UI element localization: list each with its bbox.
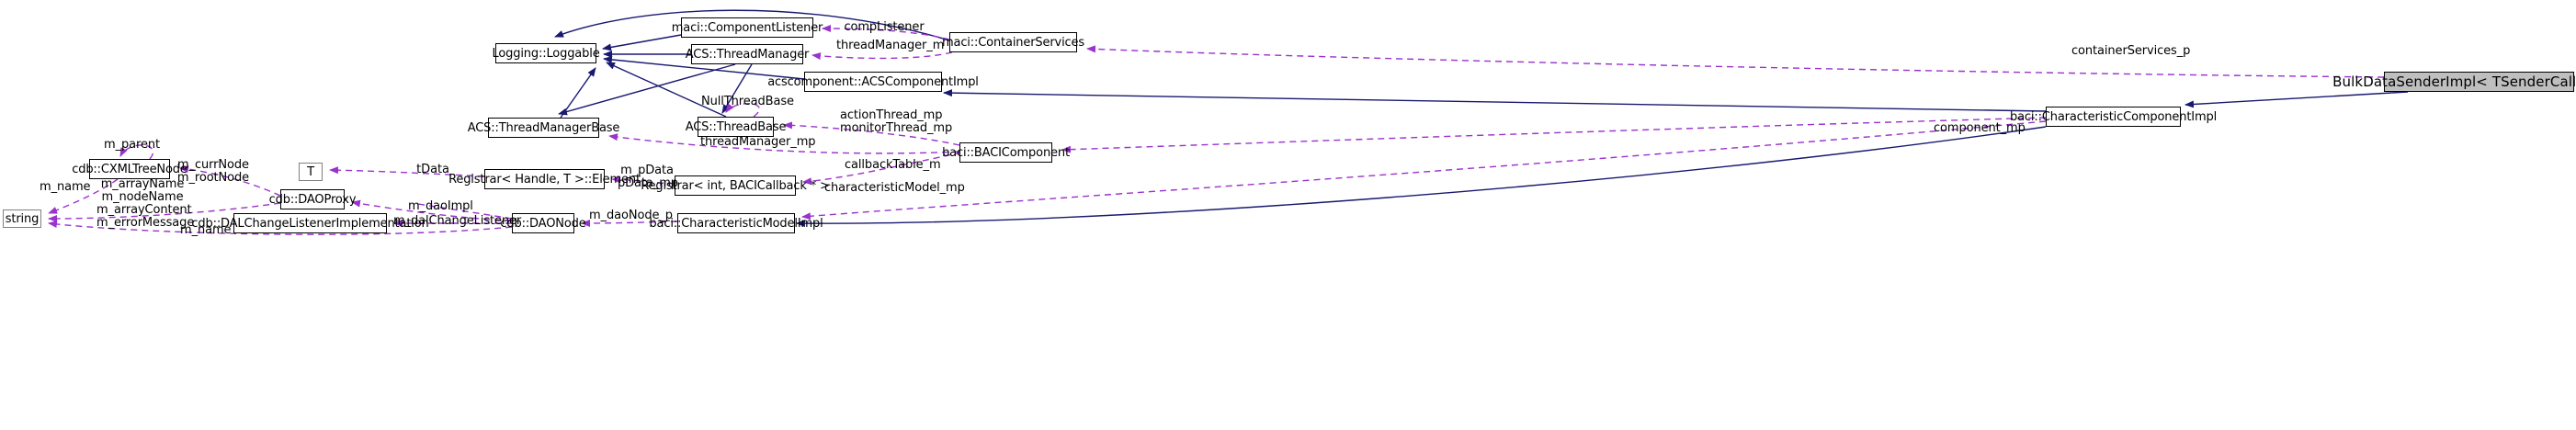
edge-label-containerservices-p: containerServices_p (2071, 44, 2191, 58)
node-acs-threadbase[interactable]: ACS::ThreadBase (686, 117, 786, 137)
edge-label-threadmanager-m: threadManager_m (836, 39, 945, 52)
node-baci-characteristiccomponentimpl[interactable]: baci::CharacteristicComponentImpl (2010, 107, 2217, 127)
edge-charcompimpl-acscomponentimpl (943, 89, 2047, 112)
edge-characteristicmodel-mp (801, 120, 2047, 221)
edge-threadmanagerbase-loggable (560, 67, 596, 119)
edge-label-m-name-bottom: m_name (180, 223, 232, 237)
node-cdb-daoproxy[interactable]: cdb::DAOProxy (269, 189, 357, 209)
edge-label-tdata: tData (416, 163, 449, 176)
node-acs-threadmanager[interactable]: ACS::ThreadManager (686, 44, 809, 64)
edge-label-callbacktable-m: callbackTable_m (845, 158, 941, 172)
edge-label-m-daonode-p: m_daoNode_p (589, 209, 673, 222)
node-bulkdatasenderimpl[interactable]: BulkDataSenderImpl< TSenderCallback > (2332, 72, 2576, 92)
node-baci-characteristicmodelimpl[interactable]: baci::CharacteristicModelImpl (649, 213, 823, 233)
edge-label-actionthread-monitorthread: actionThread_mp monitorThread_mp (840, 108, 953, 135)
edge-componentlistener-loggable (602, 34, 682, 51)
edge-label-threadmanager-mp: threadManager_mp (700, 135, 816, 149)
edge-component-mp (1061, 117, 2047, 153)
edge-bulkdatasender-charcompimpl (2184, 91, 2409, 108)
edge-label-m-dalchangelistener: m_dalChangeListener (393, 214, 522, 228)
edge-threadbase-loggable (606, 62, 727, 118)
edge-label-characteristicmodel-mp: characteristicModel_mp (824, 181, 965, 195)
node-logging-loggable[interactable]: Logging::Loggable (492, 43, 600, 63)
edge-label-m-daoimpl: m_daoImpl (408, 199, 473, 213)
edge-label-cxmltreenode-fields: m_arrayName m_nodeName m_arrayContent m_… (96, 177, 195, 230)
node-registrar-int-bacicallback[interactable]: Registrar< int, BACICallback * > (641, 175, 830, 196)
edge-label-component-mp: component_mp (1934, 121, 2026, 135)
node-cdb-cxmltreenode[interactable]: cdb::CXMLTreeNode (72, 159, 187, 179)
edge-label-m-currnode-m-rootnode: m_currNode m_rootNode (176, 158, 250, 185)
node-cdb-dalchangelistenerimplementation[interactable]: cdb::DALChangeListenerImplementation (191, 213, 429, 233)
node-baci-bacicomponent[interactable]: baci::BACIComponent (942, 142, 1070, 163)
edge-label-complistener: compListener (844, 20, 925, 34)
edge-label-m-name-left: m_name (40, 180, 91, 194)
node-string[interactable]: string (3, 209, 41, 228)
node-registrar-handle-element[interactable]: Registrar< Handle, T >::Element (448, 169, 641, 189)
node-acscomponent-acscomponentimpl[interactable]: acscomponent::ACSComponentImpl (767, 72, 979, 92)
node-maci-containerservices[interactable]: maci::ContainerServices (942, 32, 1084, 52)
node-acs-threadmanagerbase[interactable]: ACS::ThreadManagerBase (468, 118, 619, 138)
edge-label-m-pdata-pdata-mp: m_pData pData_mp (618, 164, 678, 190)
node-maci-componentlistener[interactable]: maci::ComponentListener (672, 17, 823, 38)
node-template-t[interactable]: T (299, 163, 323, 181)
edge-label-m-parent: m_parent (104, 138, 160, 152)
node-cdb-daonode[interactable]: cdb::DAONode (500, 213, 586, 233)
edge-charmodelimpl-charcompimpl (796, 126, 2047, 228)
usage-edges (48, 25, 2385, 235)
edge-label-nullthreadbase: NullThreadBase (701, 95, 794, 108)
edge-threadmanager-m (811, 51, 953, 61)
